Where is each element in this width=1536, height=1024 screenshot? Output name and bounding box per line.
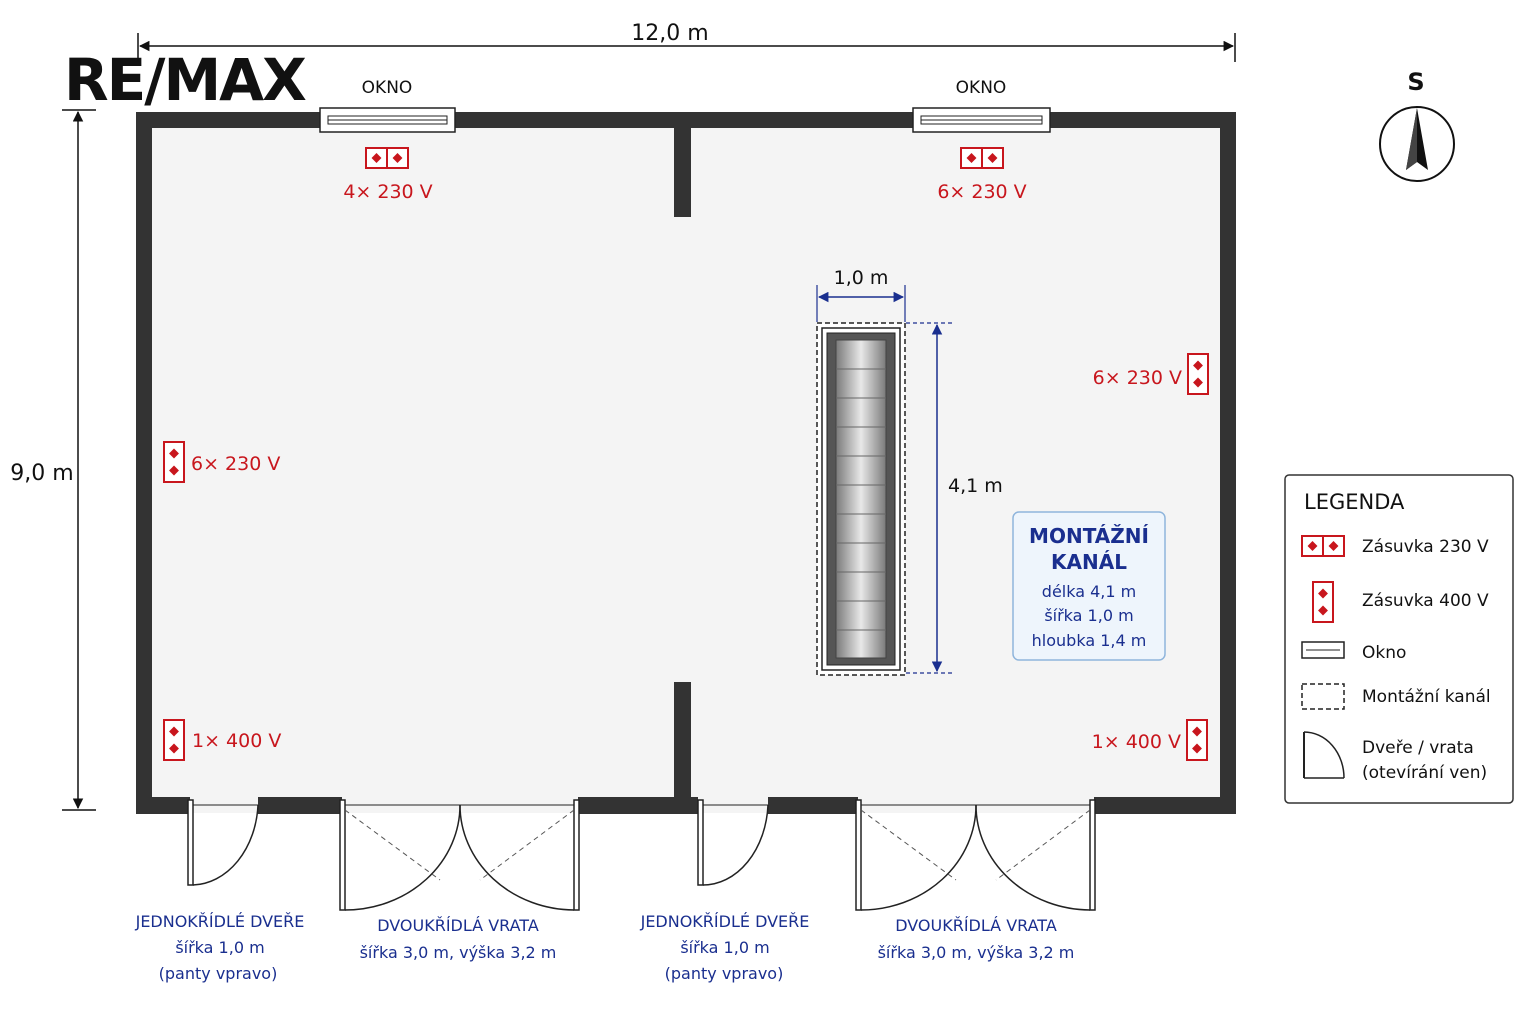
height-label: 9,0 m <box>10 461 73 486</box>
socket-230-top-right: 6× 230 V <box>937 147 1027 203</box>
legend-socket-230: Zásuvka 230 V <box>1301 535 1489 557</box>
double-gate-right <box>855 799 1096 911</box>
socket-400-right-bottom: 1× 400 V <box>1092 719 1208 761</box>
gate-label-2: DVOUKŘÍDLÁ VRATA šířka 3,0 m, výška 3,2 … <box>878 916 1075 962</box>
compass-icon: S <box>1379 68 1455 182</box>
pit-depth-info: hloubka 1,4 m <box>1032 631 1147 650</box>
socket-230-right-upper: 6× 230 V <box>1093 353 1209 395</box>
pit-width-label: 1,0 m <box>834 267 889 289</box>
legend-socket-400: Zásuvka 400 V <box>1312 581 1489 623</box>
legend-label: Montážní kanál <box>1362 687 1491 707</box>
socket-230-top-left: 4× 230 V <box>343 147 433 203</box>
gate-label-1: DVOUKŘÍDLÁ VRATA šířka 3,0 m, výška 3,2 … <box>360 916 557 962</box>
socket-label: 1× 400 V <box>192 730 281 752</box>
double-gate-left <box>339 799 580 911</box>
window-label: OKNO <box>362 78 413 98</box>
legend-label: Zásuvka 230 V <box>1362 537 1489 557</box>
pit-width-info: šířka 1,0 m <box>1044 606 1133 625</box>
pit-steps <box>836 368 886 631</box>
socket-label: 6× 230 V <box>1093 367 1182 389</box>
pit-title-line1: MONTÁŽNÍ <box>1029 524 1149 548</box>
legend-window: Okno <box>1301 641 1406 663</box>
pit-length-dimension: 4,1 m <box>906 322 1003 674</box>
height-dimension: 9,0 m <box>10 109 96 811</box>
window-label: OKNO <box>956 78 1007 98</box>
gate-size: šířka 3,0 m, výška 3,2 m <box>878 943 1075 962</box>
walls <box>136 112 1236 814</box>
legend-door: Dveře / vrata (otevírání ven) <box>1303 731 1487 783</box>
socket-label: 1× 400 V <box>1092 731 1181 753</box>
width-dimension: 12,0 m <box>137 21 1236 62</box>
door-hinges: (panty vpravo) <box>159 964 278 983</box>
pit-length-info: délka 4,1 m <box>1042 582 1136 601</box>
legend-label: Okno <box>1362 643 1406 663</box>
single-door-right <box>697 799 769 886</box>
window-left: OKNO <box>319 78 456 133</box>
pit-info-box: MONTÁŽNÍ KANÁL délka 4,1 m šířka 1,0 m h… <box>1012 511 1166 661</box>
legend-label: Zásuvka 400 V <box>1362 591 1489 611</box>
socket-label: 6× 230 V <box>937 181 1026 203</box>
door-title: JEDNOKŘÍDLÉ DVEŘE <box>135 912 305 931</box>
door-width: šířka 1,0 m <box>680 938 769 957</box>
remax-logo: RE/MAX <box>64 46 308 114</box>
legend: LEGENDA Zásuvka 230 V Zásuvka 400 V Okno… <box>1284 474 1514 804</box>
door-width: šířka 1,0 m <box>175 938 264 957</box>
socket-label: 4× 230 V <box>343 181 432 203</box>
pit-length-label: 4,1 m <box>948 475 1003 497</box>
logo-text: RE/MAX <box>64 46 306 114</box>
socket-400-left-bottom: 1× 400 V <box>163 719 281 761</box>
single-door-left <box>187 799 259 886</box>
legend-title: LEGENDA <box>1304 490 1405 514</box>
socket-label: 6× 230 V <box>191 453 280 475</box>
legend-label: Dveře / vrata <box>1362 738 1474 758</box>
legend-pit: Montážní kanál <box>1301 683 1491 710</box>
pit-title-line2: KANÁL <box>1051 550 1127 574</box>
door-title: JEDNOKŘÍDLÉ DVEŘE <box>640 912 810 931</box>
socket-230-left-middle: 6× 230 V <box>163 441 280 483</box>
door-hinges: (panty vpravo) <box>665 964 784 983</box>
legend-label-2: (otevírání ven) <box>1362 763 1487 783</box>
gate-title: DVOUKŘÍDLÁ VRATA <box>895 916 1057 935</box>
pit-width-dimension: 1,0 m <box>816 267 906 322</box>
width-label: 12,0 m <box>631 21 708 46</box>
window-right: OKNO <box>912 78 1051 133</box>
compass-label: S <box>1407 68 1424 96</box>
gate-size: šířka 3,0 m, výška 3,2 m <box>360 943 557 962</box>
door-label-1: JEDNOKŘÍDLÉ DVEŘE šířka 1,0 m (panty vpr… <box>135 912 305 983</box>
door-label-2: JEDNOKŘÍDLÉ DVEŘE šířka 1,0 m (panty vpr… <box>640 912 810 983</box>
gate-title: DVOUKŘÍDLÁ VRATA <box>377 916 539 935</box>
assembly-pit <box>816 322 906 676</box>
